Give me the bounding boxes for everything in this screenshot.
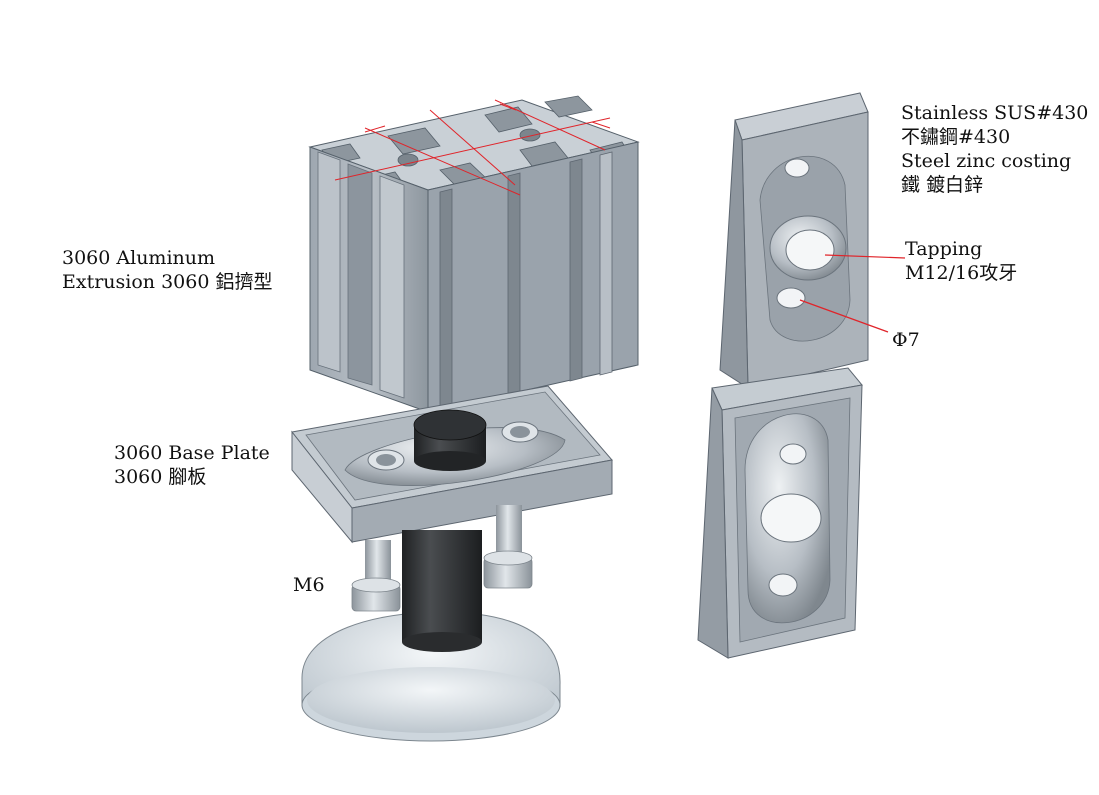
extrusion-label: 3060 Aluminum Extrusion 3060 鋁擠型 [62,246,272,294]
extrusion-label-line2: Extrusion 3060 鋁擠型 [62,271,273,293]
base-plate-label-line1: 3060 Base Plate [114,442,270,464]
bolt-label: M6 [293,574,325,596]
plate-material-line1: Stainless SUS#430 [901,102,1089,124]
leader-lines [799,254,906,333]
plate-material-line3: Steel zinc costing [901,150,1072,172]
leveling-post-top [413,409,487,471]
hole-diameter-label: Φ7 [892,329,920,351]
plate-material-line4: 鐵 鍍白鋅 [901,174,984,196]
extrusion-label-line1: 3060 Aluminum [62,247,216,269]
tapping-label-line2: M12/16攻牙 [905,262,1018,284]
base-plate-label-line2: 3060 腳板 [114,466,207,488]
base-plate-label: 3060 Base Plate 3060 腳板 [114,441,270,489]
centerline-marks [334,99,611,196]
fastening-plate-lower [697,367,863,659]
tapping-label-line1: Tapping [905,238,983,260]
tapping-label: Tapping M12/16攻牙 [905,237,1017,285]
plate-material-label: Stainless SUS#430 不鏽鋼#430 Steel zinc cos… [901,101,1088,197]
fastening-plate-upper [719,92,869,389]
leveling-foot [301,530,561,742]
m6-bolts [351,505,533,612]
base-plate-side [291,430,353,544]
aluminum-extrusion [308,95,640,413]
plate-material-line2: 不鏽鋼#430 [901,126,1011,148]
